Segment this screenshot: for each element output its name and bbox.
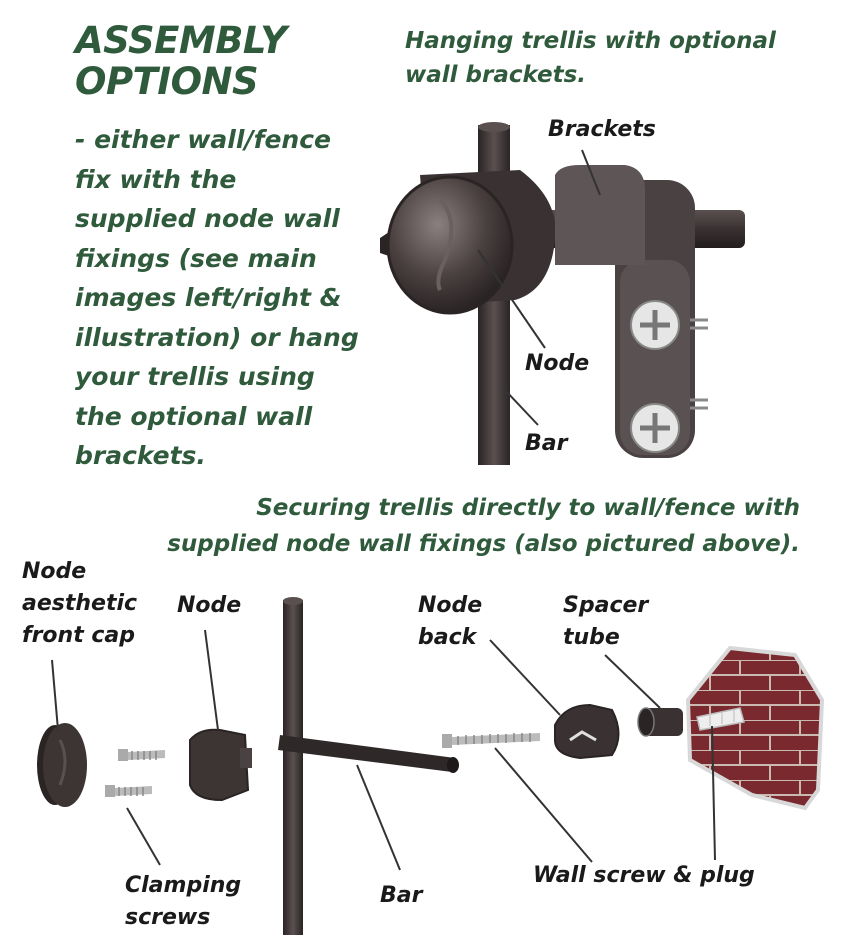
label-wall-screw-plug: Wall screw & plug bbox=[533, 863, 755, 888]
assembly-heading: ASSEMBLY OPTIONS bbox=[75, 19, 287, 103]
top-trellis-image bbox=[380, 122, 745, 465]
leader-node-top bbox=[477, 249, 546, 349]
leader-spacer-tube bbox=[604, 654, 661, 709]
label-node-front-cap: Node aesthetic front cap bbox=[22, 559, 138, 648]
spacer-tube bbox=[637, 707, 683, 737]
wall-screw bbox=[442, 733, 540, 748]
caption-hanging-trellis: Hanging trellis with optional wall brack… bbox=[405, 28, 776, 88]
caption-securing-trellis: Securing trellis directly to wall/fence … bbox=[167, 495, 800, 557]
label-bar-top: Bar bbox=[525, 431, 568, 456]
leader-bar-bottom bbox=[356, 764, 401, 871]
bracket-screw-upper bbox=[630, 300, 708, 350]
assembly-intro-text: - either wall/fence fix with the supplie… bbox=[75, 125, 359, 470]
node-back bbox=[554, 703, 620, 760]
leader-front-cap bbox=[51, 659, 59, 731]
label-node-top: Node bbox=[525, 351, 590, 376]
clamping-screw-bottom bbox=[105, 785, 152, 797]
label-brackets: Brackets bbox=[548, 117, 656, 142]
label-bar-bottom: Bar bbox=[380, 883, 423, 908]
wall-plug bbox=[696, 707, 745, 731]
bottom-exploded-image bbox=[37, 597, 825, 935]
leader-node-bottom bbox=[204, 629, 219, 731]
leader-node-back bbox=[489, 639, 561, 716]
brick-wall bbox=[685, 645, 825, 811]
leader-bar-top bbox=[504, 389, 539, 426]
bottom-vertical-bar bbox=[283, 600, 303, 935]
label-spacer-tube: Spacer tube bbox=[563, 593, 649, 650]
leader-wall-screw bbox=[494, 747, 593, 863]
bottom-node bbox=[189, 728, 250, 802]
leader-wall-plug bbox=[711, 725, 716, 861]
bottom-horizontal-bar bbox=[278, 735, 455, 772]
front-cap bbox=[37, 723, 87, 807]
bracket-clamp bbox=[555, 165, 645, 265]
label-node-bottom: Node bbox=[177, 593, 242, 618]
leader-clamping-screws bbox=[126, 807, 161, 866]
label-clamping-screws: Clamping screws bbox=[125, 873, 242, 930]
bracket-screw-lower bbox=[630, 398, 708, 453]
clamping-screw-top bbox=[118, 749, 165, 761]
label-node-back: Node back bbox=[418, 593, 483, 650]
leader-brackets bbox=[581, 149, 601, 196]
